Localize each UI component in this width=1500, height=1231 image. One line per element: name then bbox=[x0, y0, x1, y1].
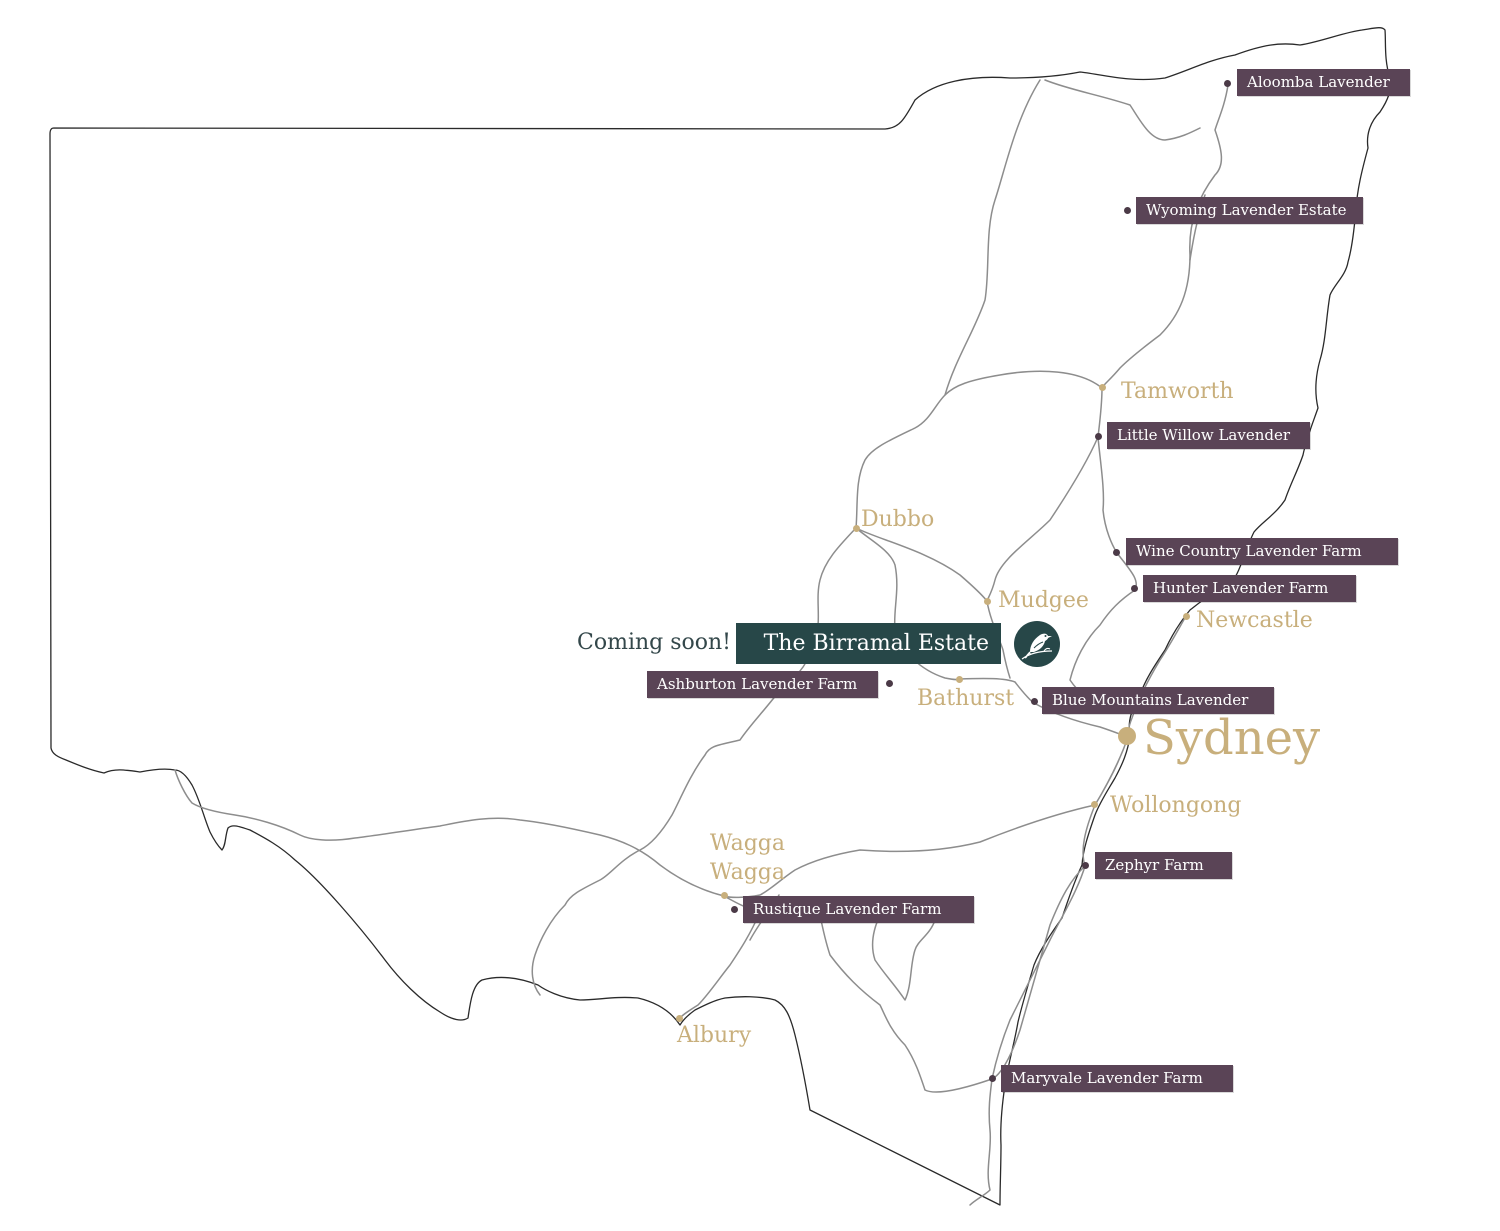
farm-dot-zephyr bbox=[1082, 862, 1089, 869]
farm-label-wine-country[interactable]: Wine Country Lavender Farm bbox=[1126, 538, 1398, 565]
city-dot-tamworth bbox=[1099, 384, 1106, 391]
farm-dot-ashburton bbox=[886, 680, 893, 687]
city-dot-albury bbox=[676, 1015, 683, 1022]
city-label-wagga-wagga[interactable]: Wagga Wagga bbox=[709, 831, 785, 885]
farm-dot-maryvale bbox=[989, 1075, 996, 1082]
farm-label-blue-mountains[interactable]: Blue Mountains Lavender bbox=[1042, 687, 1274, 714]
city-label-albury[interactable]: Albury bbox=[677, 1023, 752, 1048]
city-label-wollongong[interactable]: Wollongong bbox=[1110, 793, 1242, 818]
city-label-sydney[interactable]: Sydney bbox=[1143, 710, 1321, 766]
city-dot-mudgee bbox=[984, 598, 991, 605]
city-label-dubbo[interactable]: Dubbo bbox=[861, 507, 935, 532]
city-dot-sydney bbox=[1118, 727, 1136, 745]
farm-dot-wyoming bbox=[1124, 207, 1131, 214]
farm-label-wyoming[interactable]: Wyoming Lavender Estate bbox=[1136, 197, 1363, 224]
farm-label-aloomba[interactable]: Aloomba Lavender bbox=[1237, 69, 1410, 96]
city-dot-bathurst bbox=[956, 676, 963, 683]
farm-dot-rustique bbox=[731, 906, 738, 913]
farm-dot-aloomba bbox=[1224, 80, 1231, 87]
farm-label-maryvale[interactable]: Maryvale Lavender Farm bbox=[1001, 1065, 1233, 1092]
city-label-bathurst[interactable]: Bathurst bbox=[917, 686, 1015, 711]
city-dot-newcastle bbox=[1183, 613, 1190, 620]
farm-dot-wine-country bbox=[1113, 549, 1120, 556]
city-label-tamworth[interactable]: Tamworth bbox=[1121, 379, 1234, 404]
bird-on-branch-icon[interactable] bbox=[1014, 621, 1060, 667]
coming-soon-text: Coming soon! bbox=[577, 630, 732, 655]
farm-label-ashburton[interactable]: Ashburton Lavender Farm bbox=[647, 671, 878, 698]
farm-label-hunter[interactable]: Hunter Lavender Farm bbox=[1143, 575, 1356, 602]
farm-label-zephyr[interactable]: Zephyr Farm bbox=[1095, 852, 1232, 879]
city-label-newcastle[interactable]: Newcastle bbox=[1196, 608, 1313, 633]
city-dot-wagga-wagga bbox=[721, 892, 728, 899]
farm-dot-blue-mountains bbox=[1031, 698, 1038, 705]
farm-label-rustique[interactable]: Rustique Lavender Farm bbox=[743, 896, 974, 923]
farm-dot-little-willow bbox=[1095, 433, 1102, 440]
farm-dot-hunter bbox=[1131, 585, 1138, 592]
city-dot-dubbo bbox=[853, 525, 860, 532]
birramal-estate-label[interactable]: The Birramal Estate bbox=[736, 623, 1001, 664]
city-dot-wollongong bbox=[1091, 801, 1098, 808]
city-label-mudgee[interactable]: Mudgee bbox=[998, 588, 1089, 613]
farm-label-little-willow[interactable]: Little Willow Lavender bbox=[1107, 422, 1310, 449]
